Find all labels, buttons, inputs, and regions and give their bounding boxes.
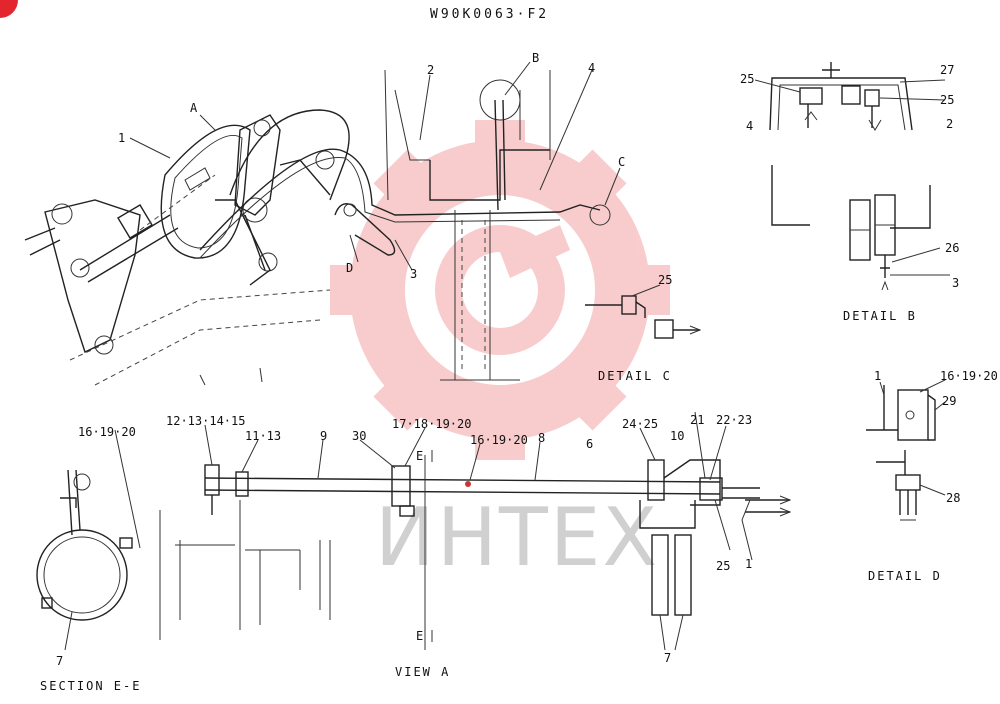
view-a-label-21: 21 [690,413,704,427]
label-2: 2 [427,63,434,77]
view-a-label-e-bottom: E [416,629,423,643]
tank-circle [36,529,128,621]
label-4: 4 [588,61,595,75]
detail-d-marker [334,203,396,256]
view-a-label-16-19-20: 16·19·20 [470,433,528,447]
detail-c: 25 DETAIL C [585,273,702,383]
label-1: 1 [118,131,125,145]
detail-d-label-29: 29 [942,394,956,408]
detail-c-label-25: 25 [658,273,672,287]
watermark-text: ИНТЕХ [375,491,659,584]
label-3: 3 [410,267,417,281]
hose-line [199,148,601,251]
detail-d-label-1: 1 [874,369,881,383]
view-a-label-6: 6 [586,437,593,451]
detail-b-label-3: 3 [952,276,959,290]
detail-b-label-4: 4 [746,119,753,133]
detail-c-marker [589,204,611,226]
detail-b-label-27: 27 [940,63,954,77]
detail-c-caption: DETAIL C [598,369,672,383]
detail-b-marker [479,79,521,121]
view-a-label-9: 9 [320,429,327,443]
detail-d-caption: DETAIL D [868,569,942,583]
label-b: B [532,51,539,65]
view-a: 12·13·14·15 11·13 9 30 17·18·19·20 16·19… [159,411,792,679]
hydraulic-cylinder [79,214,179,283]
view-a-label-8: 8 [538,431,545,445]
view-a-label-10: 10 [670,429,684,443]
detail-b-label-26: 26 [945,241,959,255]
label-c: C [618,155,625,169]
section-caption: SECTION E-E [40,679,141,693]
view-a-label-25: 25 [716,559,730,573]
main-pipe [204,477,721,495]
hose-loop-a [160,124,251,259]
section-ee: 16·19·20 7 SECTION E-E [36,425,141,693]
view-a-label-e-top: E [416,449,423,463]
detail-b-caption: DETAIL B [843,309,917,323]
drawing-title: W90K0063·F2 [430,7,549,22]
view-a-label-12-13-14-15: 12·13·14·15 [166,414,245,428]
detail-b: 25 27 25 4 2 26 3 DETAIL B [740,62,959,323]
detail-b-label-25-right: 25 [940,93,954,107]
link-plate [234,114,281,216]
corner-badge-icon [0,0,18,18]
view-a-label-30: 30 [352,429,366,443]
view-a-label-7: 7 [664,651,671,665]
boom-arm [44,199,141,353]
main-view: A 1 2 B 4 C D 3 [24,51,625,386]
view-a-label-17-18-19-20: 17·18·19·20 [392,417,471,431]
label-a: A [190,101,198,115]
detail-d: 1 16·19·20 29 28 DETAIL D [866,369,998,583]
detail-b-label-2: 2 [946,117,953,131]
section-label-7: 7 [56,654,63,668]
view-a-label-22-23: 22·23 [716,413,752,427]
view-a-label-1: 1 [745,557,752,571]
detail-d-label-28: 28 [946,491,960,505]
label-d: D [346,261,353,275]
view-a-label-24-25: 24·25 [622,417,658,431]
section-label-16-19-20: 16·19·20 [78,425,136,439]
view-a-caption: VIEW A [395,665,450,679]
detail-b-label-25-left: 25 [740,72,754,86]
detail-d-label-16-19-20: 16·19·20 [940,369,998,383]
view-a-label-11-13: 11·13 [245,429,281,443]
